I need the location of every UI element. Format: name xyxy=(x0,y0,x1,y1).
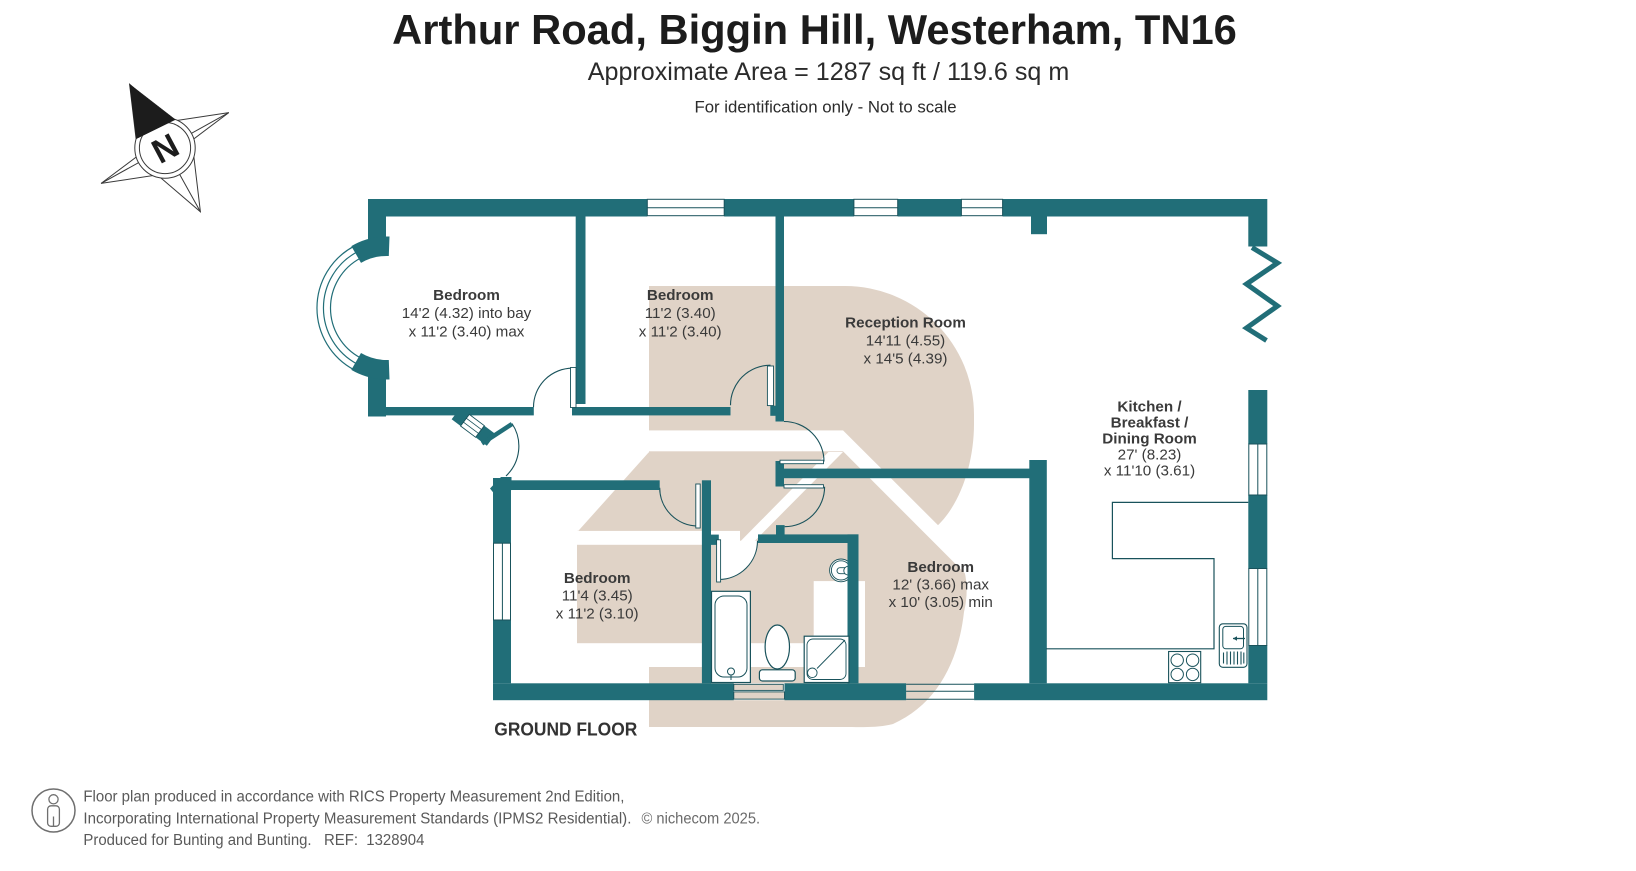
svg-text:For identification only - Not: For identification only - Not to scale xyxy=(694,98,956,117)
svg-text:11'2 (3.40): 11'2 (3.40) xyxy=(645,305,716,322)
svg-text:14'11 (4.55): 14'11 (4.55) xyxy=(866,333,945,350)
svg-text:x 10' (3.05) min: x 10' (3.05) min xyxy=(889,594,993,611)
svg-text:x 14'5 (4.39): x 14'5 (4.39) xyxy=(864,351,948,368)
svg-text:27' (8.23): 27' (8.23) xyxy=(1118,446,1182,463)
svg-text:Bedroom: Bedroom xyxy=(433,287,500,304)
svg-text:x 11'10 (3.61): x 11'10 (3.61) xyxy=(1104,462,1195,479)
svg-text:Arthur Road, Biggin Hill, West: Arthur Road, Biggin Hill, Westerham, TN1… xyxy=(392,6,1237,53)
svg-text:12' (3.66) max: 12' (3.66) max xyxy=(892,576,989,593)
svg-text:x 11'2 (3.10): x 11'2 (3.10) xyxy=(556,605,639,622)
svg-text:Dining Room: Dining Room xyxy=(1102,430,1196,447)
svg-text:Floor plan produced in accorda: Floor plan produced in accordance with R… xyxy=(83,789,624,806)
svg-text:Bedroom: Bedroom xyxy=(907,559,974,576)
svg-text:Incorporating International Pr: Incorporating International Property Mea… xyxy=(83,810,631,827)
svg-text:x 11'2 (3.40): x 11'2 (3.40) xyxy=(639,323,722,340)
svg-text:Produced for Bunting and Bunti: Produced for Bunting and Bunting. REF: 1… xyxy=(83,832,424,849)
svg-text:Approximate Area = 1287 sq ft: Approximate Area = 1287 sq ft / 119.6 sq… xyxy=(588,58,1069,86)
svg-text:© nichecom 2025.: © nichecom 2025. xyxy=(642,810,761,827)
svg-text:Bedroom: Bedroom xyxy=(647,287,714,304)
svg-text:14'2 (4.32) into bay: 14'2 (4.32) into bay xyxy=(402,305,532,322)
svg-text:Reception Room: Reception Room xyxy=(845,315,966,332)
svg-text:Breakfast /: Breakfast / xyxy=(1111,414,1189,431)
svg-text:11'4 (3.45): 11'4 (3.45) xyxy=(562,587,633,604)
svg-text:GROUND FLOOR: GROUND FLOOR xyxy=(494,718,637,739)
svg-text:x 11'2 (3.40) max: x 11'2 (3.40) max xyxy=(409,323,525,340)
svg-text:Bedroom: Bedroom xyxy=(564,570,631,587)
svg-text:Kitchen /: Kitchen / xyxy=(1117,398,1182,415)
